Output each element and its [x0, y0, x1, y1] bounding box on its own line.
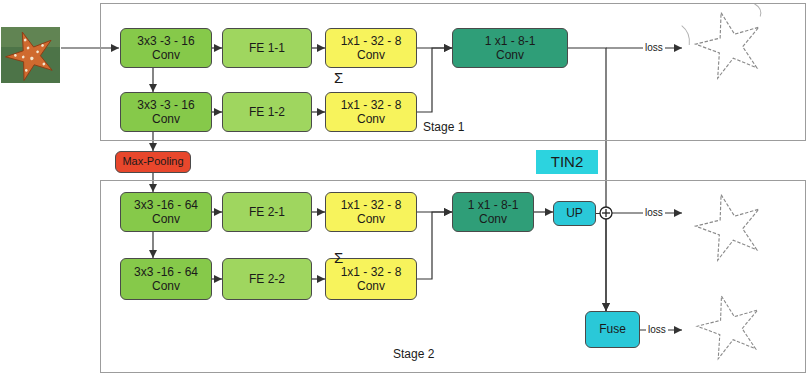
box-text: FE 1-1 [249, 41, 285, 55]
loss-label: loss [646, 324, 668, 335]
starfish-dot [25, 69, 28, 72]
loss-label: loss [643, 42, 665, 53]
pooling-box: Max-Pooling [115, 151, 191, 173]
input-photo [0, 24, 61, 84]
conv-box: 1x1 - 32 - 8 Conv [325, 192, 417, 232]
flow-arrow [212, 211, 222, 212]
junction-circle [600, 207, 612, 219]
flow-arrow [417, 48, 452, 112]
box-text: Fuse [599, 322, 626, 336]
box-text: UP [566, 206, 583, 220]
box-text: FE 1-2 [249, 105, 285, 119]
stage-panel: Stage 1 3x3 -3 - 16 Conv FE 1-1 1x1 - 32 - … [100, 3, 806, 141]
edge-map [681, 3, 774, 84]
stage-heading: Stage 1 [423, 120, 464, 134]
conv-box: 3x3 -16 - 64 Conv [120, 192, 212, 232]
edge-outline [689, 4, 768, 81]
flow-arrow [534, 211, 553, 212]
starfish-dot [41, 44, 44, 47]
feature-box: FE 2-1 [222, 192, 312, 232]
flow-arrow [596, 214, 606, 312]
box-text: FE 2-1 [249, 205, 285, 219]
box-text: 3x3 -16 - 64 Conv [126, 265, 206, 294]
box-text: Max-Pooling [122, 155, 183, 168]
stage-heading: Stage 2 [393, 347, 434, 361]
flow-arrow [312, 278, 325, 279]
flow-arrow [212, 278, 222, 279]
conv-box: 3x3 -3 - 16 Conv [120, 92, 212, 132]
flow-arrow [152, 173, 153, 192]
starfish-dot [21, 55, 24, 58]
flow-arrow [152, 232, 153, 258]
starfish-dot [30, 56, 34, 60]
flow-arrow [152, 68, 153, 92]
box-text: 1x1 - 32 - 8 Conv [331, 98, 411, 127]
input-arrow [61, 47, 119, 48]
starfish-body [0, 24, 61, 84]
box-text: 1 x1 - 8-1 Conv [475, 34, 545, 63]
flow-arrow [212, 47, 222, 48]
sum-symbol: Σ [334, 250, 343, 267]
sum-symbol: Σ [334, 70, 343, 87]
starfish-dot [26, 46, 29, 49]
edge-outline [689, 186, 768, 263]
box-text: 3x3 -16 - 64 Conv [126, 198, 206, 227]
conv-box: 3x3 -16 - 64 Conv [120, 258, 212, 300]
flow-arrow [312, 47, 325, 48]
loss-label: loss [643, 207, 665, 218]
box-text: 1 x1 - 8-1 Conv [458, 198, 528, 227]
conv-box: 1 x1 - 8-1 Conv [452, 192, 534, 232]
box-text: 3x3 -3 - 16 Conv [126, 98, 206, 127]
starfish [0, 24, 61, 84]
conv-box: 3x3 -3 - 16 Conv [120, 28, 212, 68]
edge-outline [691, 288, 767, 362]
conv-box: 1x1 - 32 - 8 Conv [325, 92, 417, 132]
starfish-dot [42, 62, 45, 65]
fuse-box: Fuse [585, 311, 640, 348]
starfish-dot [14, 54, 17, 57]
box-text: FE 2-2 [249, 272, 285, 286]
edge-map [689, 186, 768, 263]
sum-junction [600, 207, 612, 219]
box-text: 1x1 - 32 - 8 Conv [331, 198, 411, 227]
box-text: TIN2 [551, 153, 584, 171]
junction-plus [605, 209, 606, 217]
starfish-dot [23, 38, 26, 41]
flow-arrow [312, 111, 325, 112]
box-text: 3x3 -3 - 16 Conv [126, 34, 206, 63]
feature-box: FE 2-2 [222, 258, 312, 300]
conv-box: 1x1 - 32 - 8 Conv [325, 28, 417, 68]
box-text: 1x1 - 32 - 8 Conv [331, 34, 411, 63]
edge-texture [681, 3, 764, 46]
flow-arrow [312, 211, 325, 212]
flow-arrow [417, 212, 452, 279]
box-text: 1x1 - 32 - 8 Conv [331, 265, 411, 294]
stage-panel: Stage 2 3x3 -16 - 64 Conv FE 2-1 1x1 - 32 -… [100, 180, 806, 373]
conv-box: 1 x1 - 8-1 Conv [452, 28, 568, 68]
edge-map [691, 288, 767, 362]
upsample-box: UP [553, 201, 596, 226]
feature-box: FE 1-2 [222, 92, 312, 132]
title-tag: TIN2 [536, 150, 598, 174]
flow-arrow [212, 111, 222, 112]
feature-box: FE 1-1 [222, 28, 312, 68]
starfish-dot [36, 50, 39, 53]
flow-arrow [152, 132, 153, 151]
